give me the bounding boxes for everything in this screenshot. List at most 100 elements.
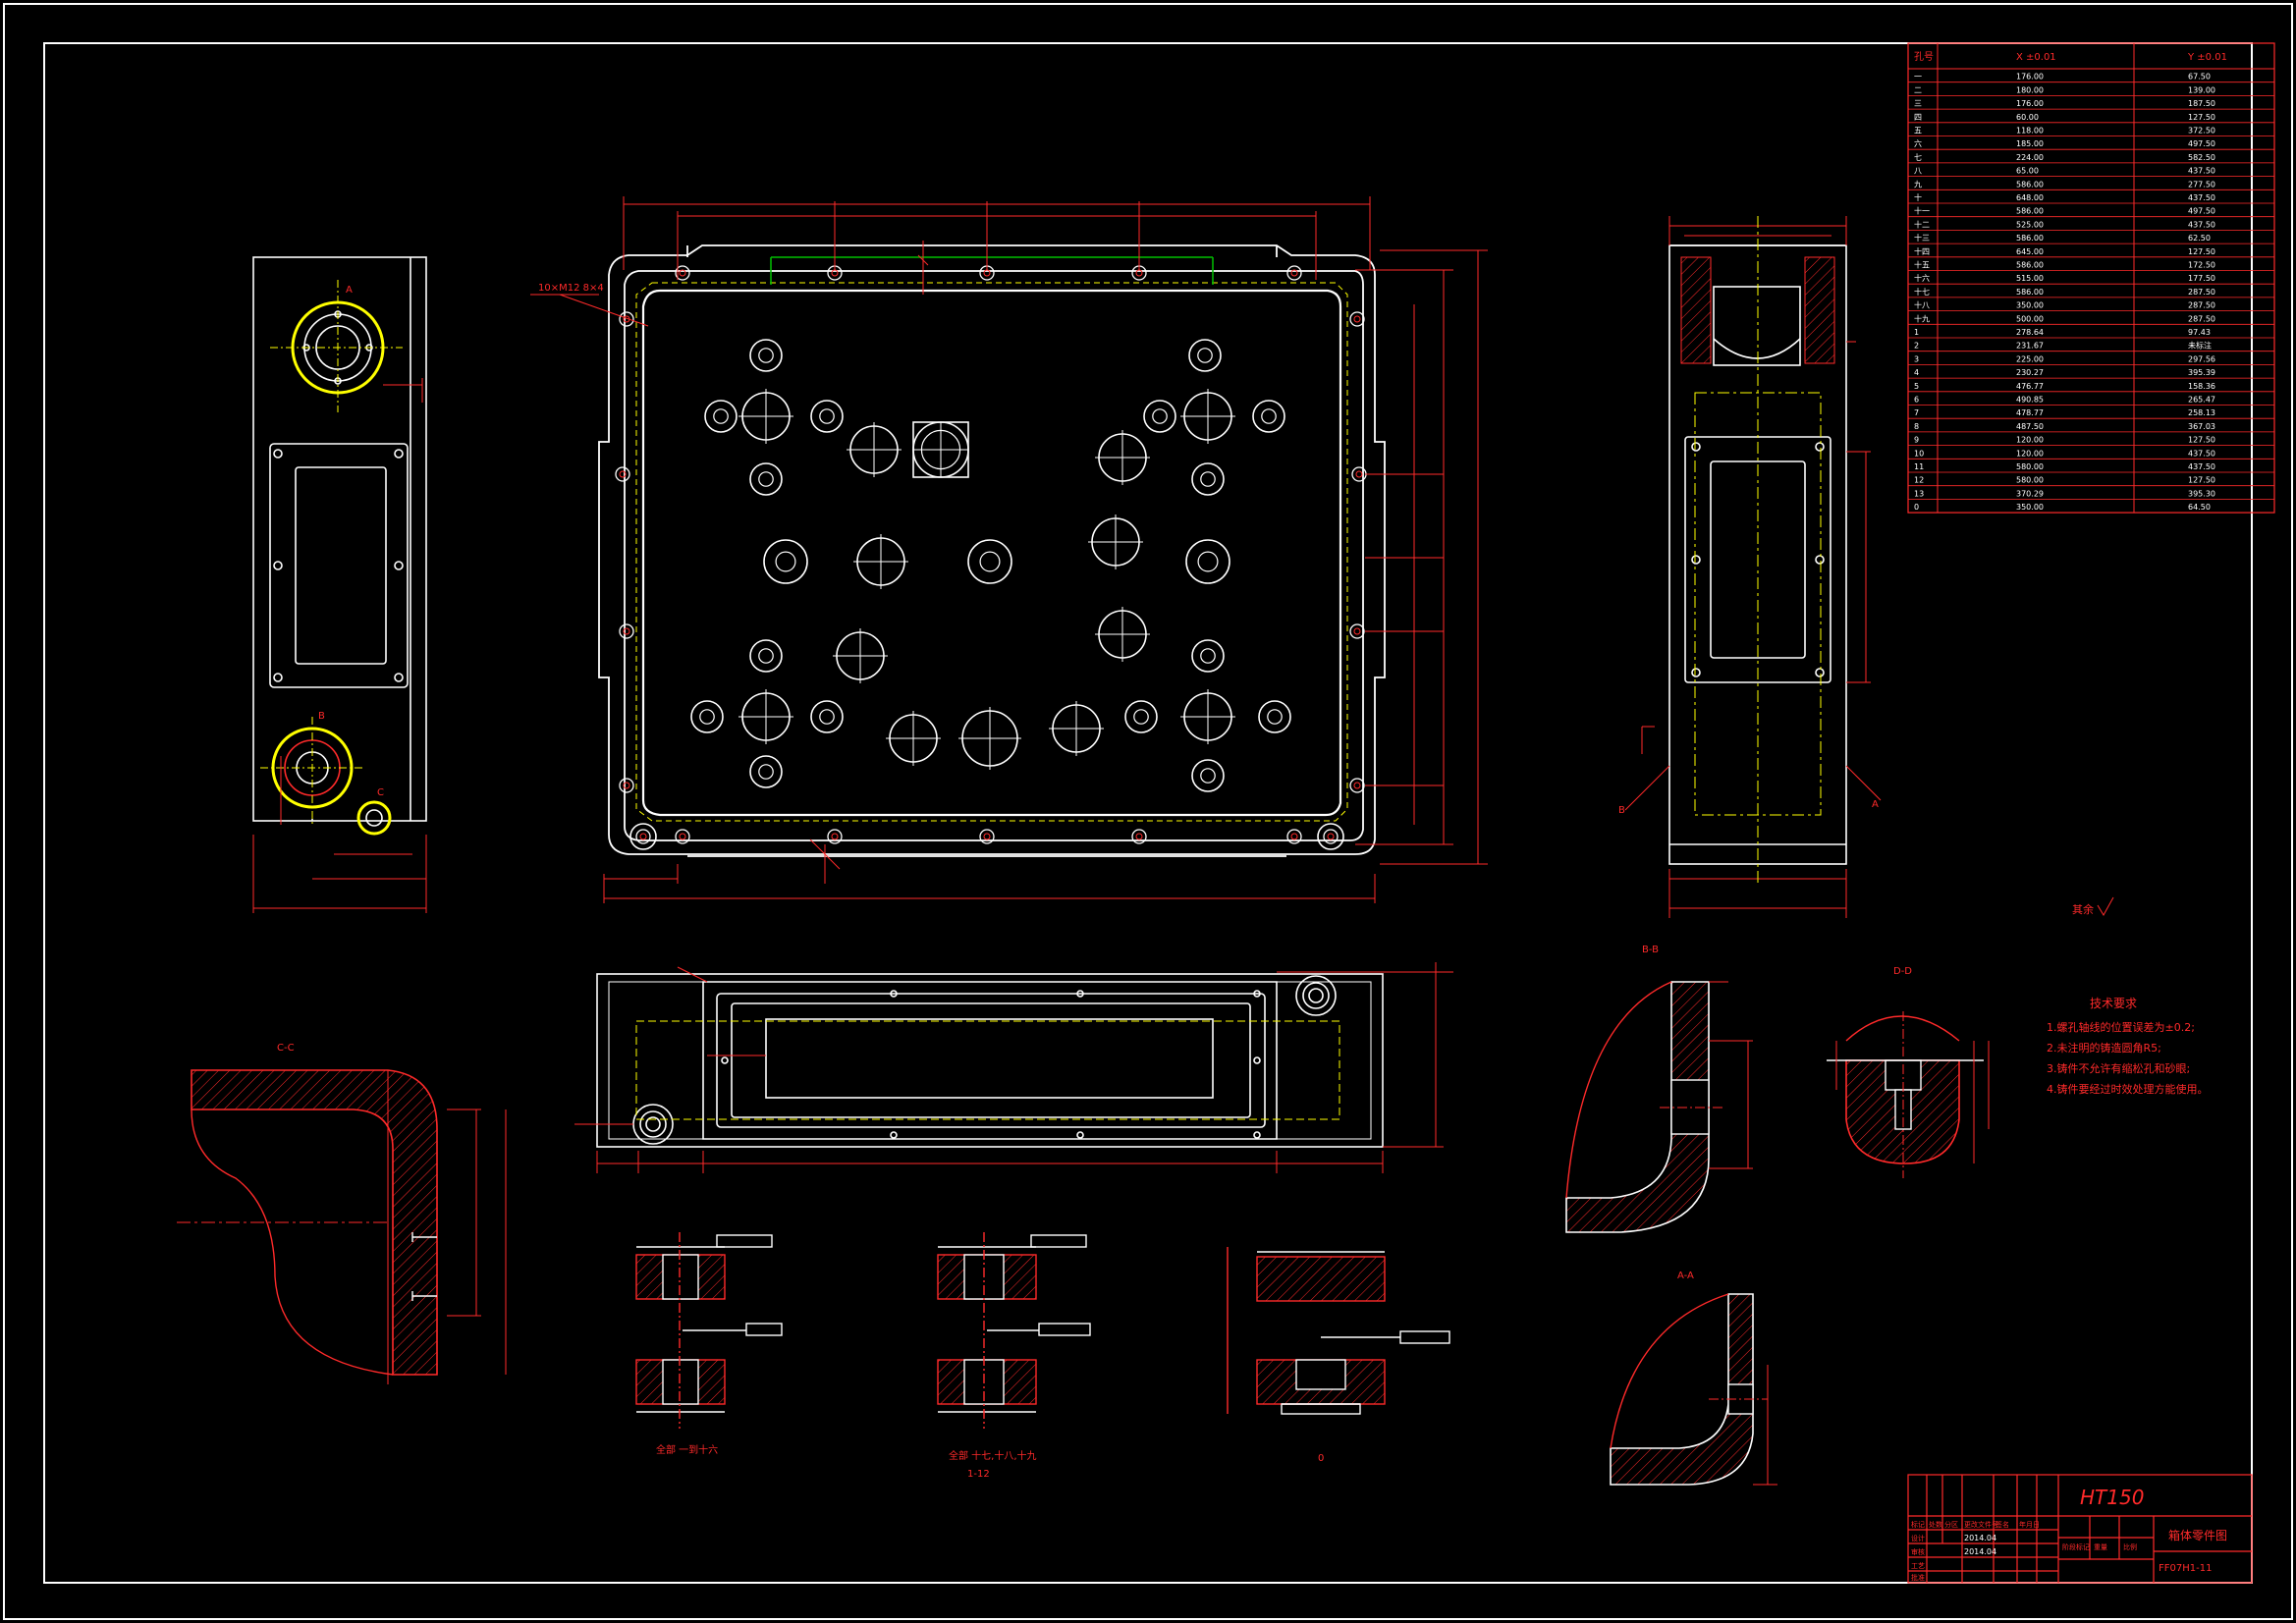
plan-hole [749,639,783,673]
plan-view-dims [530,196,1488,903]
coord-table-cell: 265.47 [2188,396,2215,405]
left-view-dims [252,280,427,913]
tech-req-item-4: 4.铸件要经过时效处理方能使用。 [2047,1082,2209,1096]
plan-hole [1252,400,1285,433]
coord-table-cell: 185.00 [2016,139,2044,148]
coord-table-cell: 六 [1914,138,1922,148]
title-block-label: 工艺 [1911,1562,1925,1570]
coord-table-cell: 2 [1914,342,1919,351]
title-block [1907,1474,2253,1584]
plan-hole [1191,639,1225,673]
tech-req-item-1: 1.螺孔轴线的位置误差为±0.2; [2047,1020,2195,1034]
left-side-view [252,256,427,836]
coord-table-cell: 645.00 [2016,247,2044,256]
coord-table-cell: 395.30 [2188,489,2215,498]
coord-table-cell: 478.77 [2016,408,2044,417]
bolt-hole [615,466,630,482]
coord-table-cell: 224.00 [2016,153,2044,162]
coord-table-cell: 176.00 [2016,73,2044,81]
view-a-label-right: A [1872,799,1879,810]
coord-table-cell: 177.50 [2188,274,2215,283]
coord-table-cell: 350.00 [2016,301,2044,310]
coord-table-cell: 十五 [1914,260,1930,270]
coord-table-cell: 437.50 [2188,462,2215,471]
coord-table-cell: 490.85 [2016,396,2044,405]
tech-req-item-3: 3.铸件不允许有缩松孔和砂眼; [2047,1061,2190,1075]
coord-table-cell: 158.36 [2188,382,2215,391]
coord-table-cell: 127.50 [2188,436,2215,445]
coord-table-cell: 二 [1914,85,1922,94]
coord-table-cell: 四 [1914,113,1922,122]
coord-table-cell: 3 [1914,354,1919,363]
bolt-hole [827,829,843,844]
bolt-hole [1323,829,1339,844]
coord-table-cell: 十八 [1914,300,1930,310]
coord-table-header: X ±0.01 [2016,52,2056,63]
plan-hole [1124,700,1158,733]
label-section-2: 全部 十七,十八,十九 [949,1449,1037,1462]
plan-hole [763,539,808,584]
title-block-label: 更改文件号 [1964,1520,1998,1529]
right-view-dims [1624,216,1882,918]
right-view-hatch [1680,256,1835,364]
plan-hole-note: 10×M12 8×4 [538,283,604,294]
coord-table-cell: 278.64 [2016,328,2044,337]
coord-table-cell: 287.50 [2188,314,2215,323]
right-view-centerlines [1694,216,1822,884]
plan-view-holes [690,339,1291,792]
coord-table-cell: 176.00 [2016,99,2044,108]
coord-table-cell: 5 [1914,382,1919,391]
label-a-a: A-A [1677,1271,1694,1281]
coord-table-cell: 十一 [1914,206,1930,216]
coord-table-cell: 12 [1914,476,1924,485]
coord-table-cell: 0 [1914,503,1919,512]
bolt-hole [1349,623,1365,639]
plan-hole [1191,462,1225,496]
coord-table-cell: 八 [1914,167,1922,176]
coord-table-cell: 十 [1914,192,1922,202]
coord-table-cell: 64.50 [2188,503,2211,512]
coord-table-cell: 七 [1914,153,1922,162]
coord-table-cell: 十七 [1914,287,1930,297]
bolt-hole [1286,829,1302,844]
bolt-hole [675,265,690,281]
section-detail-1 [635,1232,783,1429]
coord-table-cell: 6 [1914,396,1919,405]
coord-table-cell: 62.50 [2188,234,2211,243]
coord-table-cell: 65.00 [2016,167,2039,176]
coord-table-cell: 370.29 [2016,489,2044,498]
coord-table-header: Y ±0.01 [2187,52,2227,63]
coord-table-cell: 120.00 [2016,449,2044,458]
title-block-label: 重量 [2094,1543,2107,1551]
coord-table-cell: 367.03 [2188,422,2215,431]
bolt-hole [1286,265,1302,281]
coord-table-cell: 497.50 [2188,139,2215,148]
outer-border [3,3,2293,1620]
coord-table-cell: 127.50 [2188,113,2215,122]
coord-table-cell: 7 [1914,408,1919,417]
coord-table-cell: 十四 [1914,246,1930,256]
coord-table-cell: 97.43 [2188,328,2211,337]
coord-table-cell: 8 [1914,422,1919,431]
coord-table-cell: 231.67 [2016,342,2044,351]
coord-table-cell: 580.00 [2016,476,2044,485]
main-plan-view [598,244,1386,857]
bolt-hole [619,311,634,327]
coord-table-cell: 172.50 [2188,261,2215,270]
bolt-hole [619,623,634,639]
coord-table-cell: 500.00 [2016,314,2044,323]
coord-table-cell: 十二 [1914,219,1930,229]
label-section-3: 0 [1318,1453,1324,1464]
coord-table-cell: 586.00 [2016,234,2044,243]
coord-table-cell: 九 [1914,180,1922,189]
plan-hole [1191,759,1225,792]
section-d-d [1827,1011,1990,1178]
section-detail-3 [1227,1247,1450,1415]
coord-table-header: 孔号 [1914,51,1934,63]
plan-hole [810,700,844,733]
coord-table-cell: 五 [1914,127,1922,135]
coord-table-cell: 437.50 [2188,193,2215,202]
plan-view-bolt-holes [615,265,1367,850]
coord-table-cell: 1 [1914,328,1919,337]
